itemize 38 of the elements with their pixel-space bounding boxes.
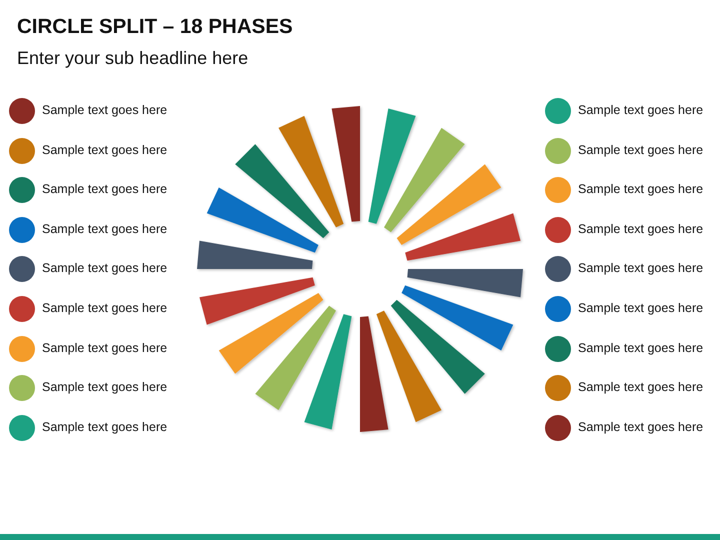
legend-label: Sample text goes here	[42, 222, 168, 237]
wedge-segment	[402, 285, 514, 350]
legend-label: Sample text goes here	[42, 142, 168, 158]
legend-label: Sample text goes here	[42, 420, 168, 435]
legend-label: Sample text goes here	[578, 380, 704, 396]
wedge-segment	[360, 316, 388, 432]
wedge-segment	[384, 128, 465, 232]
legend-label: Sample text goes here	[578, 182, 704, 198]
wedge-segment	[332, 106, 360, 222]
wedge-segment	[376, 310, 442, 422]
wedge-segment	[304, 314, 352, 430]
wedge-segment	[235, 144, 330, 238]
legend-label: Sample text goes here	[42, 340, 168, 356]
title: CIRCLE SPLIT – 18 PHASES	[17, 16, 293, 39]
legend-label: Sample text goes here	[578, 261, 704, 276]
wedge-segment	[206, 188, 318, 253]
legend-label: Sample text goes here	[42, 261, 168, 276]
wedge-segment	[405, 213, 521, 261]
wedge-segment	[278, 116, 344, 228]
legend-label: Sample text goes here	[42, 182, 168, 198]
legend-label: Sample text goes here	[578, 103, 704, 118]
wedge-segment	[255, 306, 336, 410]
legend-label: Sample text goes here	[42, 301, 168, 316]
wedge-segment	[218, 293, 324, 374]
legend-label: Sample text goes here	[578, 301, 704, 316]
subtitle: Enter your sub headline here	[17, 48, 248, 69]
legend-label: Sample text goes here	[578, 420, 704, 435]
wedge-segment	[390, 300, 485, 394]
wedge-segment	[396, 164, 502, 245]
wedge-segment	[197, 240, 313, 269]
legend-label: Sample text goes here	[578, 340, 704, 356]
wedge-segment	[407, 269, 523, 298]
wedge-segment	[368, 108, 416, 224]
wedge-segment	[199, 277, 315, 325]
legend-label: Sample text goes here	[578, 222, 704, 237]
legend-label: Sample text goes here	[42, 103, 168, 118]
legend-label: Sample text goes here	[42, 380, 168, 396]
legend-label: Sample text goes here	[578, 142, 704, 158]
